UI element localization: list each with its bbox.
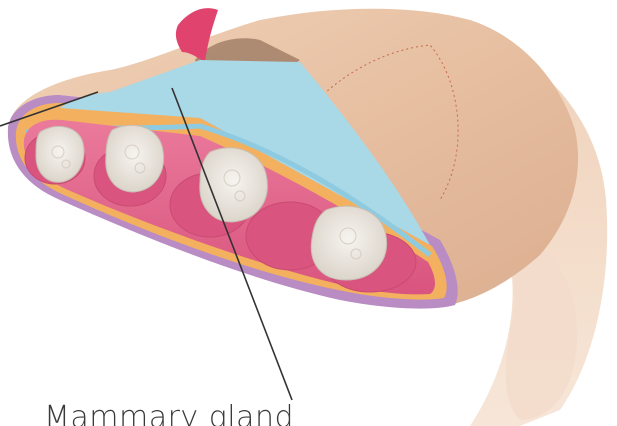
rib-4 — [311, 206, 386, 280]
rib-1 — [36, 126, 84, 182]
caption-label: Mammary gland — [44, 398, 294, 426]
